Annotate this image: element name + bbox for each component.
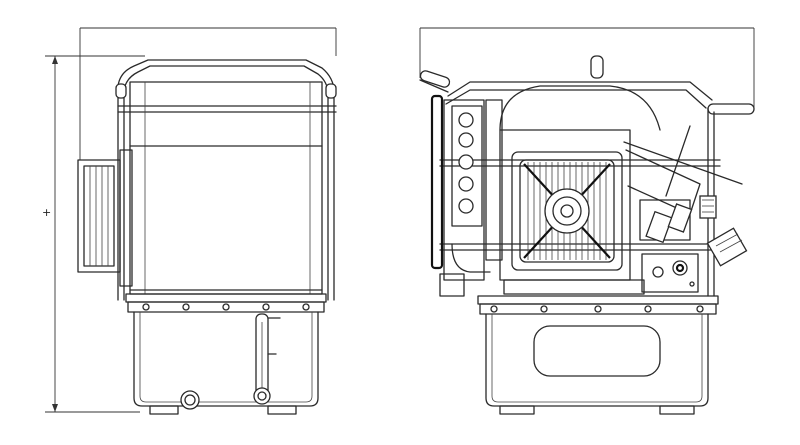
side-reservoir-tank — [133, 311, 319, 415]
side-tank-flange — [125, 293, 327, 313]
front-view — [419, 27, 755, 415]
front-frame-base — [439, 273, 645, 297]
height-dimension: + — [42, 55, 145, 413]
electrical-box — [641, 253, 699, 293]
front-tank-flange — [477, 295, 719, 315]
depth-dimension — [79, 27, 337, 160]
side-sight-gauge — [253, 313, 281, 405]
side-handle-frame — [115, 59, 337, 301]
side-drain-plug — [180, 390, 200, 410]
front-motor-housing — [499, 85, 661, 281]
side-view: + — [42, 27, 337, 415]
front-reservoir-tank — [485, 313, 709, 415]
width-dimension — [419, 27, 755, 108]
fan-guard — [511, 151, 623, 271]
side-fan-cover — [77, 149, 133, 287]
side-motor-body — [129, 81, 323, 295]
front-left-panel — [430, 94, 503, 281]
pump-valve-block — [623, 125, 748, 267]
height-dimension-label: + — [42, 206, 51, 219]
lifting-eye — [590, 55, 604, 79]
